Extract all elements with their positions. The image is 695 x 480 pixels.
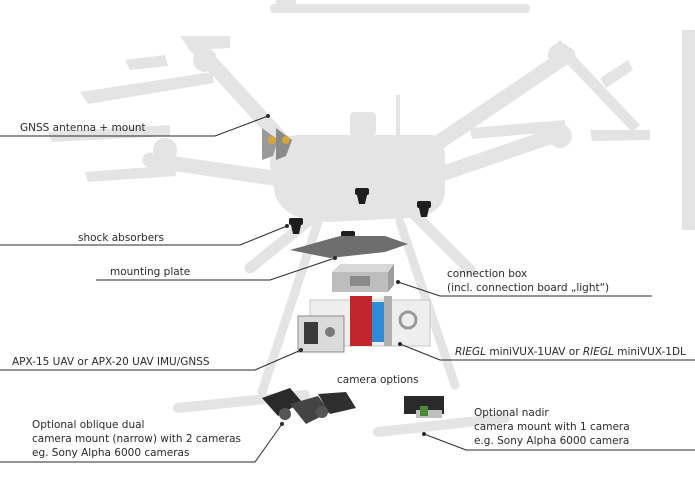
connection-box-label: connection box (incl. connection board „… [447,267,609,295]
riegl-brand-1: RIEGL [455,346,487,358]
oblique-camera-label: Optional oblique dual camera mount (narr… [32,418,241,460]
riegl-brand-2: RIEGL [582,346,614,358]
riegl-model-2: miniVUX-1DL [613,346,686,358]
riegl-scanner-label: RIEGL miniVUX-1UAV or RIEGL miniVUX-1DL [455,345,686,359]
nadir-camera-line1: Optional nadir [474,407,549,419]
nadir-camera-label: Optional nadir camera mount with 1 camer… [474,406,630,448]
oblique-camera-line3: eg. Sony Alpha 6000 cameras [32,447,190,459]
connection-box-graphic [332,264,394,292]
riegl-scanner-graphic [309,296,431,347]
nadir-camera-line2: camera mount with 1 camera [474,421,630,433]
mounting-plate-graphic [290,236,408,258]
gnss-antenna-mount-graphic [262,128,292,160]
mounting-plate-label: mounting plate [110,266,191,278]
connection-box-line1: connection box [447,268,528,280]
imu-graphic [297,315,345,353]
drone-silhouette [48,0,695,437]
apx-imu-label: APX-15 UAV or APX-20 UAV IMU/GNSS [12,356,210,368]
riegl-model-1: miniVUX-1UAV or [486,346,583,358]
oblique-camera-line2: camera mount (narrow) with 2 cameras [32,433,242,445]
oblique-camera-line1: Optional oblique dual [32,419,145,431]
nadir-camera-line3: e.g. Sony Alpha 6000 camera [474,435,630,447]
connection-box-line2: (incl. connection board „light“) [447,282,610,294]
nadir-camera-mount-graphic [404,396,444,418]
camera-options-label: camera options [337,374,419,386]
leader-lines [0,114,695,463]
shock-absorbers-label: shock absorbers [78,232,164,244]
gnss-antenna-label: GNSS antenna + mount [20,122,146,134]
oblique-camera-mount-graphic [262,388,356,424]
